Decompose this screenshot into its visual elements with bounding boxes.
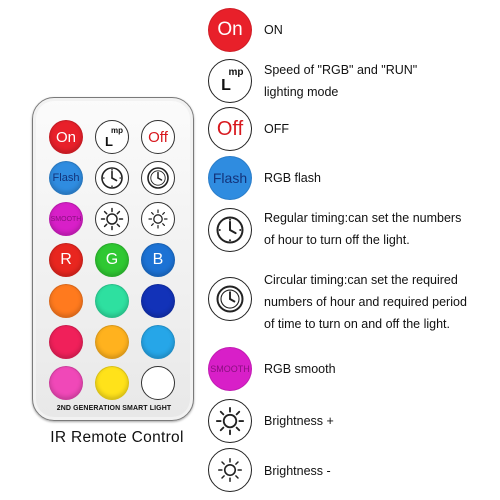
- legend-on-icon: On: [208, 8, 252, 52]
- legend-circular-timer-icon: [208, 277, 252, 321]
- brightness-up-button[interactable]: [95, 202, 129, 236]
- legend-circular-timer-text: Circular timing:can set the required num…: [264, 273, 467, 331]
- white-button[interactable]: [141, 366, 175, 400]
- green-button-label: G: [105, 251, 119, 268]
- red-button[interactable]: R: [49, 243, 83, 277]
- legend-regular-timer-text: Regular timing:can set the numbers of ho…: [264, 211, 462, 247]
- legend-flash-icon: Flash: [208, 156, 252, 200]
- off-button-label: Off: [148, 128, 168, 146]
- off-button[interactable]: Off: [141, 120, 175, 154]
- yellow-button[interactable]: [95, 366, 129, 400]
- on-button-label: On: [55, 128, 76, 146]
- aqua-button[interactable]: [95, 284, 129, 318]
- remote-caption: IR Remote Control: [50, 429, 184, 446]
- sun-small-icon: [146, 207, 170, 231]
- smooth-button[interactable]: SMOOTH: [49, 202, 83, 236]
- legend-off-text: OFF: [264, 122, 289, 136]
- cyclic-clock-icon: [215, 284, 245, 314]
- cyclic-clock-icon: [146, 166, 170, 190]
- blue-button[interactable]: B: [141, 243, 175, 277]
- green-button[interactable]: G: [95, 243, 129, 277]
- legend-speed-text: Speed of "RGB" and "RUN" lighting mode: [264, 63, 418, 99]
- rose-button[interactable]: [49, 325, 83, 359]
- smooth-button-label: SMOOTH: [50, 215, 82, 223]
- legend-brightness-up-text: Brightness +: [264, 414, 334, 428]
- legend-regular-timer-icon: [208, 208, 252, 252]
- ir-remote: On mp L Off Flash SMOOTH R G B: [32, 97, 194, 421]
- legend-brightness-down-icon: [208, 448, 252, 492]
- flash-button-label: Flash: [52, 171, 80, 184]
- pink-button[interactable]: [49, 366, 83, 400]
- on-button[interactable]: On: [49, 120, 83, 154]
- legend-off-icon: Off: [208, 107, 252, 151]
- mode-speed-icon: mp L: [105, 125, 123, 149]
- clock-icon: [215, 215, 245, 245]
- sun-icon: [100, 207, 124, 231]
- sun-icon: [215, 406, 245, 436]
- legend-smooth-icon: SMOOTH: [208, 347, 252, 391]
- clock-icon: [100, 166, 124, 190]
- circular-timer-button[interactable]: [141, 161, 175, 195]
- mode-speed-button[interactable]: mp L: [95, 120, 129, 154]
- legend-flash-text: RGB flash: [264, 171, 321, 185]
- amber-button[interactable]: [95, 325, 129, 359]
- regular-timer-button[interactable]: [95, 161, 129, 195]
- legend-on-text: ON: [264, 23, 283, 37]
- legend-speed-icon: mp L: [208, 59, 252, 103]
- brightness-down-button[interactable]: [141, 202, 175, 236]
- navy-button[interactable]: [141, 284, 175, 318]
- remote-footer-text: 2ND GENERATION SMART LIGHT: [56, 405, 172, 412]
- legend-brightness-up-icon: [208, 399, 252, 443]
- sky-button[interactable]: [141, 325, 175, 359]
- flash-button[interactable]: Flash: [49, 161, 83, 195]
- blue-button-label: B: [152, 251, 164, 268]
- legend-smooth-text: RGB smooth: [264, 362, 336, 376]
- legend-brightness-down-text: Brightness -: [264, 464, 331, 478]
- red-button-label: R: [60, 251, 72, 268]
- sun-small-icon: [215, 455, 245, 485]
- orange-button[interactable]: [49, 284, 83, 318]
